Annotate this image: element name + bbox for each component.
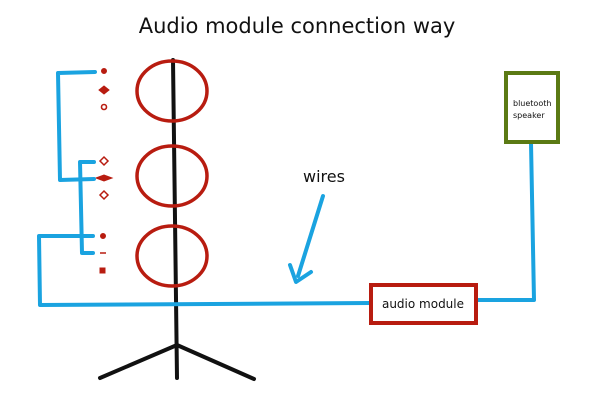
wire-arrow-head [288, 263, 313, 284]
stand [98, 58, 256, 381]
marker-diamond [94, 174, 114, 182]
ring-group [135, 59, 209, 288]
marker-square [99, 267, 106, 274]
marker-diamond [98, 85, 110, 95]
marker-diamond-outline [98, 155, 110, 167]
bluetooth-speaker-box [504, 71, 560, 144]
bluetooth-speaker-label-line2: speaker [513, 111, 545, 120]
ring-top [135, 59, 209, 123]
stand-leg-left [98, 343, 179, 380]
audio-module: audio module [369, 283, 478, 325]
ring-middle [135, 144, 209, 208]
wires [37, 70, 536, 307]
wire-speaker [475, 141, 536, 302]
marker-dot [101, 68, 107, 74]
wire-arrow-shaft [296, 194, 325, 278]
stand-pole [171, 58, 179, 380]
markers-bottom [99, 233, 106, 274]
bluetooth-speaker-label-line1: bluetooth [513, 99, 551, 108]
markers-top [98, 68, 110, 111]
wires-label: wires [303, 167, 345, 186]
marker-ring [100, 103, 108, 111]
wire-middle-loop [78, 160, 96, 255]
diagram-title: Audio module connection way [139, 14, 456, 38]
ring-bottom [135, 224, 209, 288]
markers-middle [94, 155, 114, 201]
wire-bottom-main [37, 234, 372, 307]
audio-module-box [369, 283, 478, 325]
bluetooth-speaker: bluetooth speaker [504, 71, 560, 144]
stand-leg-right [175, 343, 256, 381]
marker-dot [100, 233, 106, 239]
audio-module-label: audio module [382, 297, 464, 311]
wire-top-loop [56, 70, 97, 182]
marker-diamond-outline [98, 189, 110, 201]
